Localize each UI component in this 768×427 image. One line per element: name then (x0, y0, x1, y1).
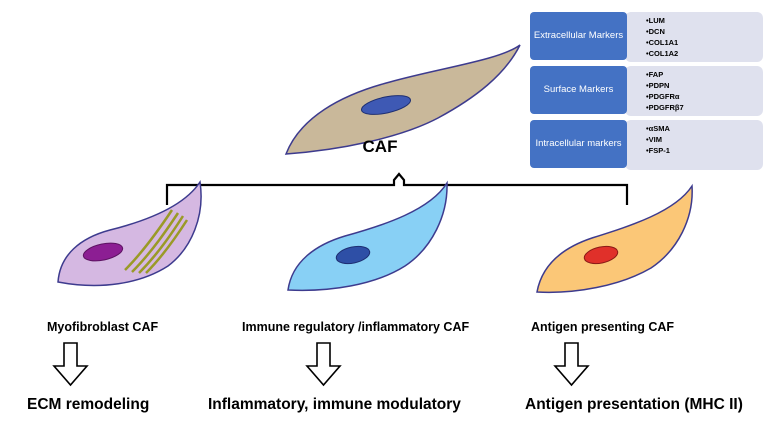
marker-item: FSP-1 (646, 145, 670, 156)
myofibroblast-cell-body (57, 179, 202, 287)
myofibroblast-nucleus (82, 242, 124, 262)
marker-list: FAP PDPN PDGFRα PDGFRβ7 (646, 69, 684, 113)
marker-item: LUM (646, 15, 678, 26)
antigen-cell-nucleus (583, 245, 619, 265)
subtype-label-antigen: Antigen presenting CAF (531, 320, 675, 334)
marker-row-intracellular: Intracellular markers αSMA VIM FSP-1 (525, 120, 765, 172)
immune-cell-body (287, 180, 448, 292)
marker-list: αSMA VIM FSP-1 (646, 123, 670, 156)
marker-list: LUM DCN COL1A1 COL1A2 (646, 15, 679, 59)
stress-fibers (124, 209, 189, 274)
marker-item: PDGFRα (646, 91, 684, 102)
arrow-immune (305, 342, 342, 387)
marker-item: COL1A2 (646, 48, 679, 59)
marker-category: Extracellular Markers (530, 12, 627, 60)
antigen-cell-body (536, 183, 693, 294)
arrow-antigen (553, 342, 590, 387)
marker-item: DCN (646, 26, 678, 37)
subtype-label-immune: Immune regulatory /inflammatory CAF (242, 320, 470, 334)
caf-label: CAF (362, 137, 398, 156)
arrow-myofibroblast (52, 342, 89, 387)
outcome-myofibroblast: ECM remodeling (27, 396, 150, 413)
marker-item: COL1A1 (646, 37, 679, 48)
immune-cell-nucleus (335, 245, 371, 265)
marker-item: PDGFRβ7 (646, 102, 684, 113)
outcome-immune: Inflammatory, immune modulatory (208, 396, 461, 413)
marker-category: Surface Markers (530, 66, 627, 114)
outcome-antigen: Antigen presentation (MHC II) (525, 396, 743, 413)
marker-item: FAP (646, 69, 684, 80)
branch-bracket (165, 172, 629, 205)
marker-row-extracellular: Extracellular Markers LUM DCN COL1A1 COL… (525, 12, 765, 64)
subtype-label-myofibroblast: Myofibroblast CAF (47, 320, 159, 334)
marker-item: αSMA (646, 123, 670, 134)
marker-item: PDPN (646, 80, 684, 91)
marker-row-surface: Surface Markers FAP PDPN PDGFRα PDGFRβ7 (525, 66, 765, 118)
marker-category: Intracellular markers (530, 120, 627, 168)
marker-item: VIM (646, 134, 670, 145)
caf-nucleus (360, 95, 412, 115)
